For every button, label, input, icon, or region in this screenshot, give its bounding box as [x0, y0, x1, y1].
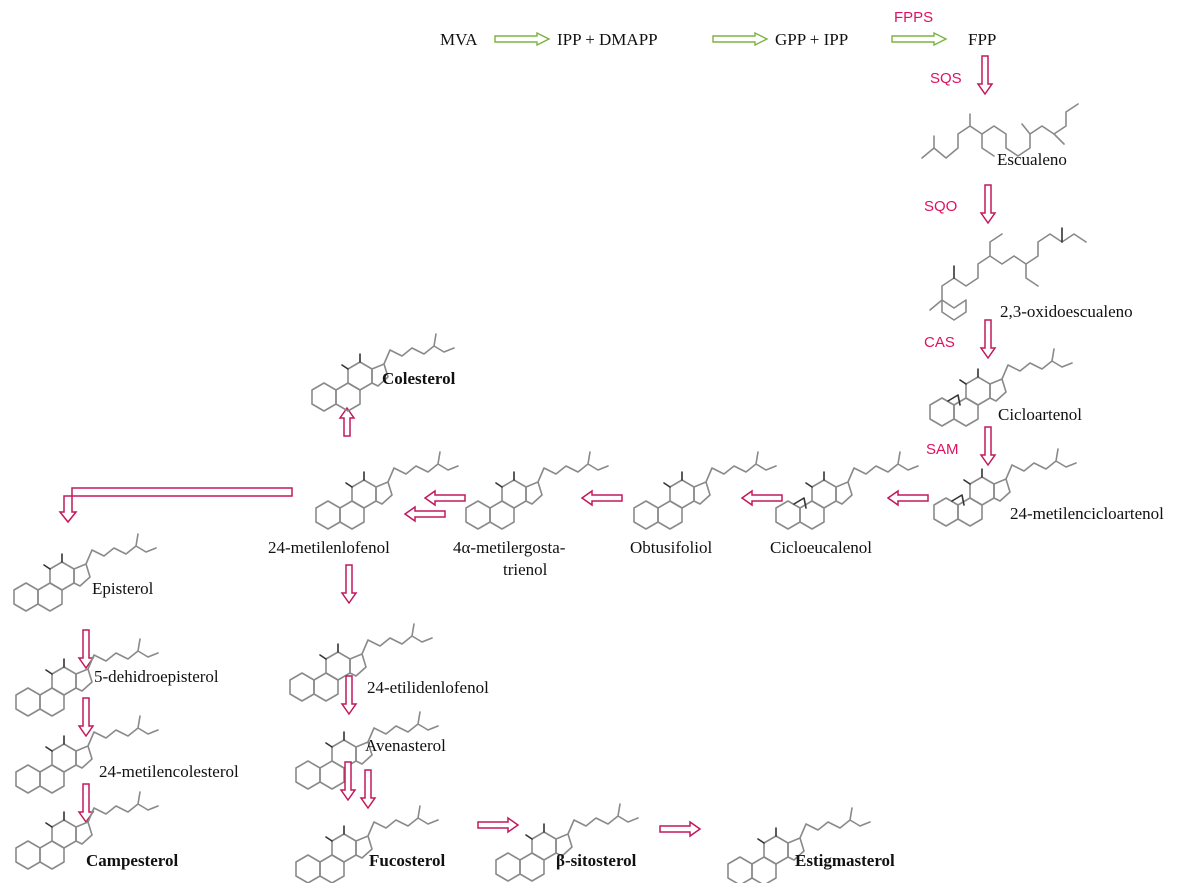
sam-arrow: [980, 426, 996, 466]
metilergostatrienol-label-1: 4α-metilergosta-: [453, 538, 566, 557]
sqo-arrow: [980, 184, 996, 224]
cicloartenol-label: Cicloartenol: [998, 405, 1082, 424]
metilenlofenol-label: 24-metilenlofenol: [268, 538, 390, 557]
cas-arrow: [980, 319, 996, 359]
estigmasterol-structure: [727, 807, 871, 883]
arrow-to-metilenlofenol-a: [424, 490, 466, 506]
fucosterol-label: Fucosterol: [369, 851, 445, 870]
mva-to-ipp-arrow: [494, 32, 550, 46]
arrow-to-episterol: [58, 487, 293, 524]
cas-enzyme: CAS: [924, 334, 955, 351]
sitosterol-label: β-sitosterol: [556, 851, 637, 870]
sqs-arrow: [977, 55, 993, 95]
episterol-label: Episterol: [92, 579, 154, 598]
metilencolesterol-label: 24-metilencolesterol: [99, 762, 239, 781]
cicloeucalenol-label: Cicloeucalenol: [770, 538, 872, 557]
etilidenlofenol-label: 24-etilidenlofenol: [367, 678, 489, 697]
fpp-label: FPP: [968, 30, 996, 49]
oxidoescualeno-label: 2,3-oxidoescualeno: [1000, 302, 1133, 321]
metilergostatrienol-label-2: trienol: [503, 560, 548, 579]
metilergostatrienol-structure: [465, 451, 609, 530]
arrow-to-obtusifoliol: [741, 490, 783, 506]
sqs-enzyme: SQS: [930, 70, 962, 87]
escualeno-label: Escualeno: [997, 150, 1067, 169]
arrow-to-colesterol: [339, 407, 355, 437]
arrow-to-avenasterol: [341, 675, 357, 715]
arrow-to-sitosterol: [477, 817, 519, 833]
cicloeucalenol-structure: [776, 452, 918, 529]
obtusifoliol-label: Obtusifoliol: [630, 538, 712, 557]
episterol-structure: [13, 533, 157, 612]
arrow-to-metilenlofenol-b: [404, 506, 446, 522]
arrow-to-estigmasterol: [659, 821, 701, 837]
arrow-to-fucosterol-b: [360, 769, 376, 809]
gpp-ipp-label: GPP + IPP: [775, 30, 848, 49]
dehidroepisterol-label: 5-dehidroepisterol: [94, 667, 219, 686]
colesterol-label: Colesterol: [382, 369, 456, 388]
gpp-to-fpp-arrow: [891, 32, 947, 46]
ipp-dmapp-label: IPP + DMAPP: [557, 30, 658, 49]
arrow-to-metilergostatrienol: [581, 490, 623, 506]
obtusifoliol-structure: [633, 451, 777, 530]
fucosterol-structure: [295, 805, 439, 883]
campesterol-label: Campesterol: [86, 851, 178, 870]
estigmasterol-label: Estigmasterol: [795, 851, 895, 870]
avenasterol-label: Avenasterol: [365, 736, 446, 755]
arrow-to-metilencolesterol: [78, 697, 94, 737]
ipp-to-gpp-arrow: [712, 32, 768, 46]
arrow-to-cicloeucalenol: [887, 490, 929, 506]
metilencicloartenol-label: 24-metilencicloartenol: [1010, 504, 1164, 523]
sqo-enzyme: SQO: [924, 198, 957, 215]
sam-enzyme: SAM: [926, 441, 959, 458]
fpps-enzyme: FPPS: [894, 9, 933, 26]
arrow-to-etilidenlofenol: [341, 564, 357, 604]
mva-label: MVA: [440, 30, 478, 49]
